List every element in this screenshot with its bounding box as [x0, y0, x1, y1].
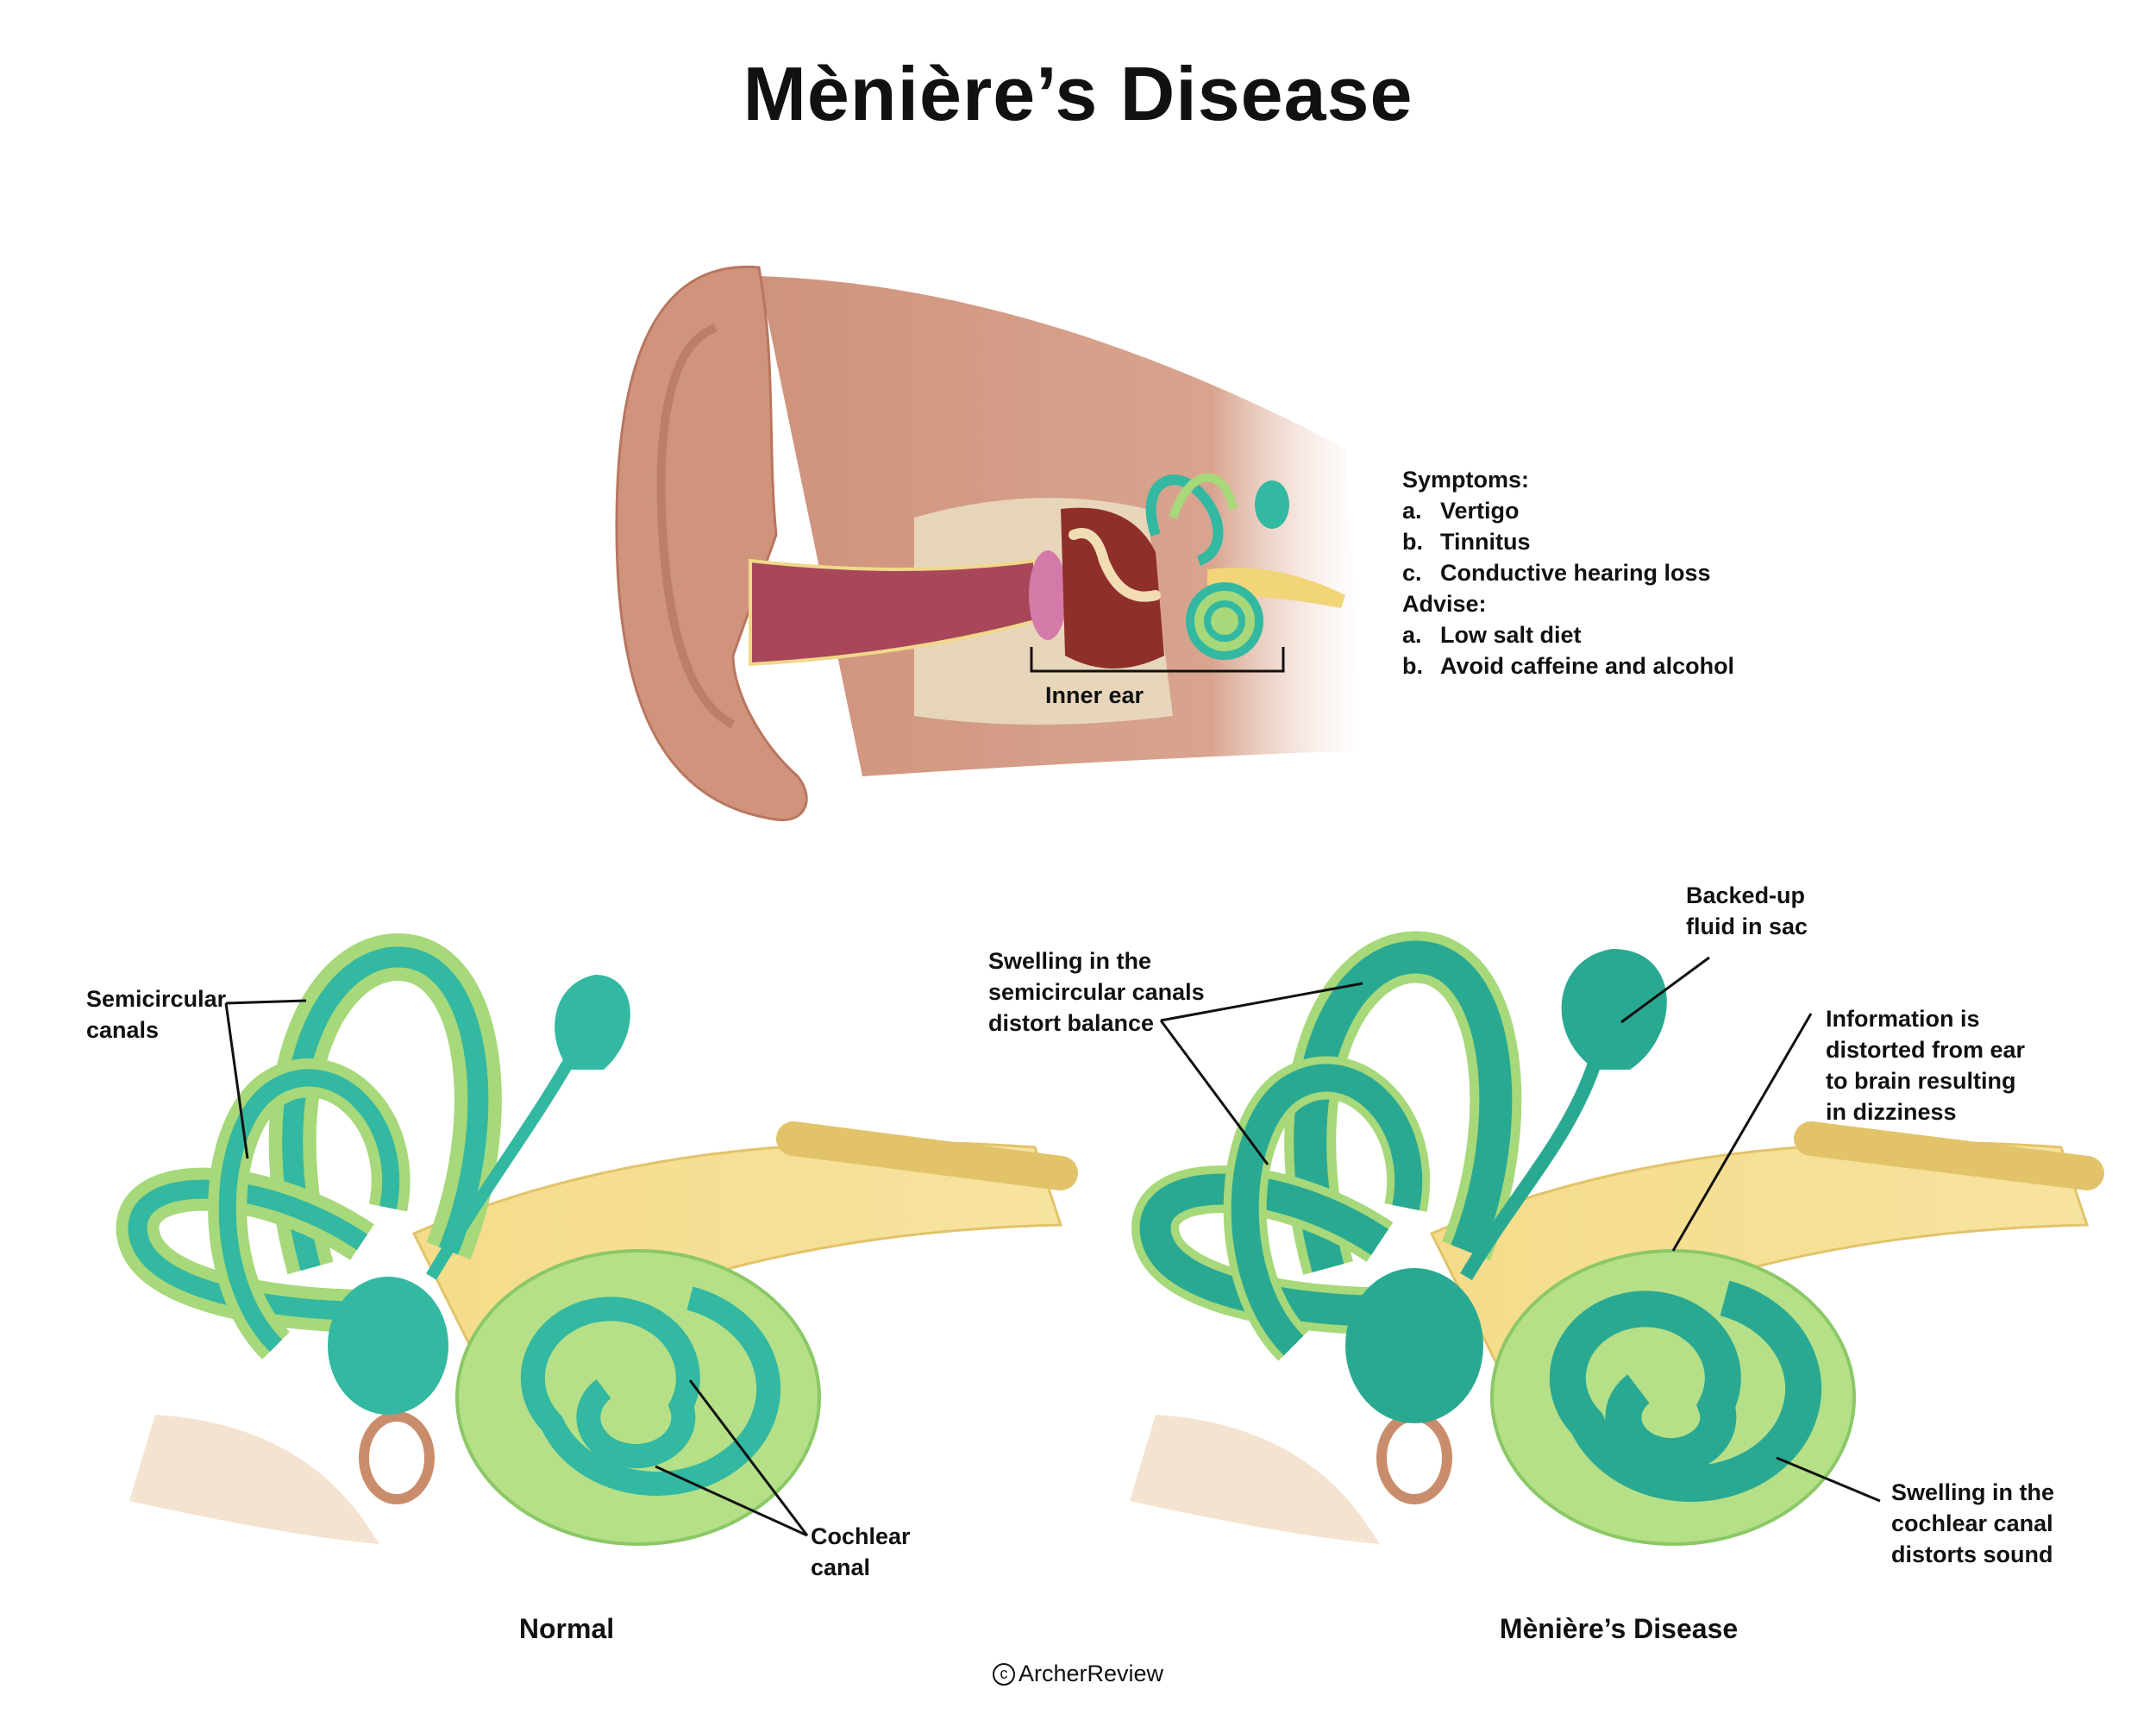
leader-cochlear-swelling	[1776, 1456, 1881, 1503]
semicircular-small	[1145, 474, 1224, 566]
copyright-text: ArcherReview	[1018, 1661, 1164, 1686]
disease-inner-ear	[1130, 931, 2104, 1546]
leader-swelling-canals	[1159, 982, 1363, 1165]
advise-item: b.Avoid caffeine and alcohol	[1402, 653, 1735, 679]
normal-endolymphatic-duct	[425, 1058, 575, 1280]
leader-semicircular	[224, 999, 307, 1159]
symptoms-heading: Symptoms:	[1402, 467, 1530, 493]
normal-stapes	[359, 1411, 435, 1504]
normal-cochlear-duct	[520, 1286, 781, 1496]
normal-incus	[129, 1415, 379, 1544]
disease-endolymphatic-sac	[1561, 949, 1667, 1070]
normal-vestibule	[328, 1277, 448, 1415]
page-title: Mènière’s Disease	[743, 51, 1413, 136]
leader-fluid	[1620, 956, 1710, 1024]
inner-ear-nerve	[1207, 568, 1345, 608]
sac-small	[1255, 480, 1289, 529]
normal-inner-ear	[116, 933, 1078, 1546]
eardrum	[1029, 550, 1067, 640]
middle-ear-cavity	[1061, 507, 1164, 669]
disease-incus	[1130, 1415, 1380, 1544]
ear-cross-section	[615, 265, 1363, 821]
copyright-notice: c ArcherReview	[0, 1661, 2156, 1687]
symptom-item: a.Vertigo	[1402, 498, 1520, 524]
disease-stapes	[1376, 1411, 1452, 1504]
advise-heading: Advise:	[1402, 591, 1487, 617]
leader-cochlear	[655, 1379, 809, 1537]
symptom-item: b.Tinnitus	[1402, 529, 1531, 555]
disease-vestibule	[1345, 1268, 1483, 1423]
callout-lines	[224, 956, 1881, 1537]
symptom-item: c.Conductive hearing loss	[1402, 560, 1711, 586]
inner-ear-label: Inner ear	[1045, 682, 1144, 708]
inner-ear-bracket	[1030, 647, 1285, 673]
leader-info	[1671, 1013, 1813, 1252]
ossicles	[1069, 528, 1161, 602]
normal-endolymphatic-sac	[555, 975, 630, 1070]
cochlea-small	[1186, 582, 1263, 660]
copyright-icon: c	[992, 1662, 1015, 1686]
normal-caption: Normal	[518, 1613, 615, 1644]
notes-panel: Symptoms: a.Vertigo b.Tinnitus c.Conduct…	[1402, 464, 1734, 681]
disease-cochlear-duct	[1549, 1280, 1822, 1502]
disease-caption: Mènière’s Disease	[1499, 1613, 1739, 1644]
advise-item: a.Low salt diet	[1402, 622, 1582, 648]
disease-endolymphatic-duct	[1460, 1058, 1602, 1281]
pinna-inner-fold	[656, 323, 736, 729]
